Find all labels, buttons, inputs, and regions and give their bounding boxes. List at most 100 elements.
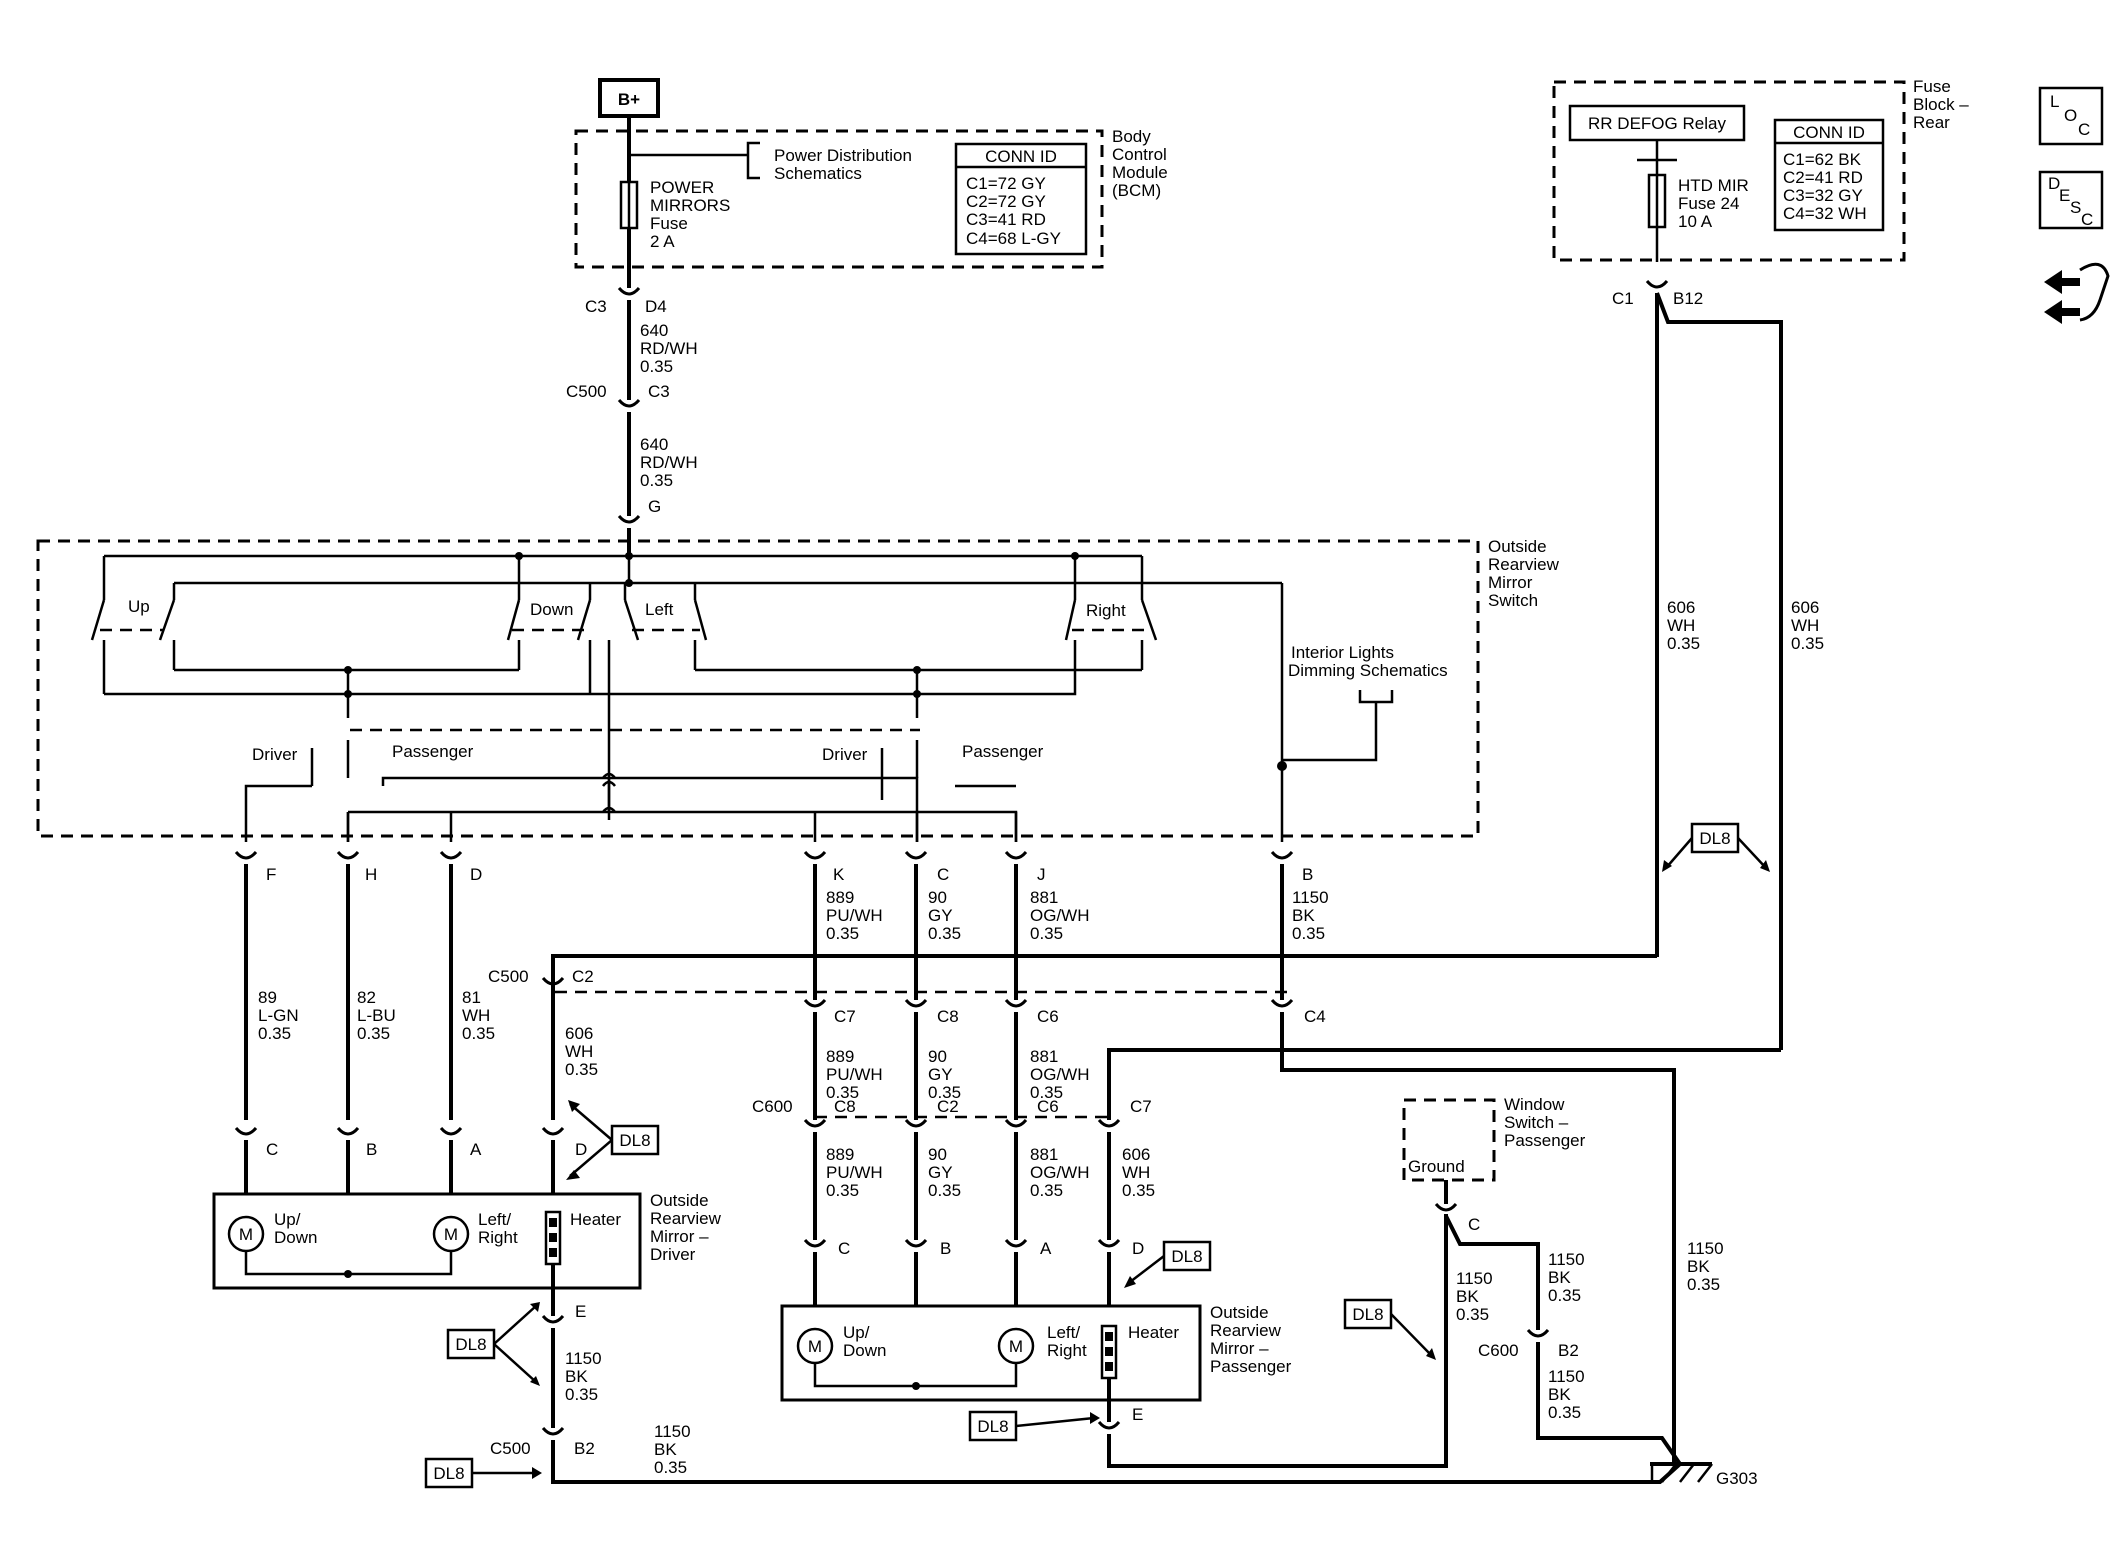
- svg-text:0.35: 0.35: [826, 924, 859, 943]
- svg-text:Switch: Switch: [1488, 591, 1538, 610]
- dl8-ref-fuse-block[interactable]: DL8: [1662, 822, 1770, 872]
- svg-text:D: D: [575, 1140, 587, 1159]
- svg-text:640: 640: [640, 321, 668, 340]
- svg-text:C4=32 WH: C4=32 WH: [1783, 204, 1867, 223]
- svg-text:0.35: 0.35: [1030, 1083, 1063, 1102]
- wire-label-82: 82L-BU0.35: [357, 988, 396, 1043]
- svg-text:C600: C600: [752, 1097, 793, 1116]
- svg-text:0.35: 0.35: [640, 471, 673, 490]
- svg-text:G: G: [648, 497, 661, 516]
- svg-text:0.35: 0.35: [565, 1060, 598, 1079]
- svg-text:WH: WH: [1122, 1163, 1150, 1182]
- svg-text:0.35: 0.35: [1791, 634, 1824, 653]
- svg-text:Rearview: Rearview: [650, 1209, 722, 1228]
- svg-text:MIRRORS: MIRRORS: [650, 196, 730, 215]
- svg-text:C6: C6: [1037, 1097, 1059, 1116]
- svg-text:B2: B2: [1558, 1341, 1579, 1360]
- svg-text:DL8: DL8: [433, 1464, 464, 1483]
- svg-text:C3=32 GY: C3=32 GY: [1783, 186, 1863, 205]
- svg-text:PU/WH: PU/WH: [826, 1065, 883, 1084]
- dl8-ref-c500-b2[interactable]: DL8: [424, 1457, 542, 1489]
- svg-text:Right: Right: [478, 1228, 518, 1247]
- svg-text:C3=41 RD: C3=41 RD: [966, 210, 1046, 229]
- svg-text:Heater: Heater: [570, 1210, 621, 1229]
- description-icon[interactable]: D E S C: [2038, 170, 2104, 230]
- svg-text:1150: 1150: [1292, 888, 1329, 907]
- svg-text:H: H: [365, 865, 377, 884]
- svg-text:Block –: Block –: [1913, 95, 1969, 114]
- svg-text:606: 606: [1667, 598, 1695, 617]
- battery-terminal: B+: [598, 78, 660, 118]
- svg-text:0.35: 0.35: [826, 1181, 859, 1200]
- svg-text:DL8: DL8: [1352, 1305, 1383, 1324]
- svg-text:DL8: DL8: [977, 1417, 1008, 1436]
- svg-text:0.35: 0.35: [928, 1181, 961, 1200]
- svg-text:Interior Lights: Interior Lights: [1291, 643, 1394, 662]
- svg-text:GY: GY: [928, 1163, 953, 1182]
- svg-text:C: C: [1468, 1215, 1480, 1234]
- svg-text:0.35: 0.35: [1030, 1181, 1063, 1200]
- svg-text:L-GN: L-GN: [258, 1006, 299, 1025]
- svg-text:PU/WH: PU/WH: [826, 1163, 883, 1182]
- svg-text:Passenger: Passenger: [1504, 1131, 1586, 1150]
- svg-text:0.35: 0.35: [654, 1458, 687, 1477]
- svg-text:C8: C8: [834, 1097, 856, 1116]
- svg-text:0.35: 0.35: [1456, 1305, 1489, 1324]
- wire-label-89: 89L-GN0.35: [258, 988, 299, 1043]
- svg-text:Up/: Up/: [843, 1323, 870, 1342]
- svg-text:2 A: 2 A: [650, 232, 675, 251]
- svg-text:0.35: 0.35: [1122, 1181, 1155, 1200]
- svg-text:C3: C3: [585, 297, 607, 316]
- svg-text:0.35: 0.35: [1030, 924, 1063, 943]
- svg-text:82: 82: [357, 988, 376, 1007]
- svg-text:Up: Up: [128, 597, 150, 616]
- svg-text:881: 881: [1030, 1047, 1058, 1066]
- fuse-block-rear: Fuse Block – Rear RR DEFOG Relay HTD MIR…: [1552, 77, 1969, 262]
- svg-text:B12: B12: [1673, 289, 1703, 308]
- svg-text:Down: Down: [843, 1341, 886, 1360]
- passenger-leftright-motor: M Left/ Right: [997, 1323, 1087, 1365]
- svg-text:J: J: [1037, 865, 1046, 884]
- svg-text:C: C: [838, 1239, 850, 1258]
- svg-text:Right: Right: [1047, 1341, 1087, 1360]
- switch-connectors: F H D K C J B: [234, 850, 1313, 884]
- svg-text:L-BU: L-BU: [357, 1006, 396, 1025]
- svg-text:Left/: Left/: [1047, 1323, 1080, 1342]
- svg-text:DL8: DL8: [1699, 829, 1730, 848]
- svg-text:Fuse 24: Fuse 24: [1678, 194, 1739, 213]
- dl8-ref-passenger-ground[interactable]: DL8: [968, 1410, 1100, 1442]
- dl8-ref-passenger-heater[interactable]: DL8: [1124, 1240, 1212, 1288]
- driver-mirror-label: Outside Rearview Mirror – Driver: [650, 1191, 722, 1264]
- svg-text:606: 606: [565, 1024, 593, 1043]
- svg-text:0.35: 0.35: [357, 1024, 390, 1043]
- svg-text:Driver: Driver: [252, 745, 298, 764]
- dl8-ref-window-switch[interactable]: DL8: [1343, 1298, 1436, 1360]
- svg-text:C8: C8: [937, 1007, 959, 1026]
- location-icon[interactable]: L O C: [2038, 86, 2104, 146]
- svg-text:0.35: 0.35: [1292, 924, 1325, 943]
- dl8-ref-driver-ground[interactable]: DL8: [446, 1302, 540, 1386]
- left-switch: Left: [607, 583, 708, 820]
- dl8-ref-driver-heater[interactable]: DL8: [566, 1100, 660, 1180]
- svg-text:Ground: Ground: [1408, 1157, 1465, 1176]
- c500-connectors-passenger: C7 C8 C6 C4: [803, 998, 1326, 1026]
- svg-text:C7: C7: [834, 1007, 856, 1026]
- svg-text:C: C: [2078, 120, 2090, 139]
- navigation-hand-icon[interactable]: [2044, 262, 2110, 324]
- window-switch-label: Window Switch – Passenger: [1504, 1095, 1586, 1150]
- svg-text:Down: Down: [274, 1228, 317, 1247]
- svg-text:90: 90: [928, 888, 947, 907]
- svg-text:BK: BK: [1548, 1385, 1571, 1404]
- down-switch: Down: [506, 556, 592, 694]
- svg-text:K: K: [833, 865, 845, 884]
- passenger-updown-motor: M Up/ Down: [796, 1323, 886, 1365]
- svg-text:Rear: Rear: [1913, 113, 1950, 132]
